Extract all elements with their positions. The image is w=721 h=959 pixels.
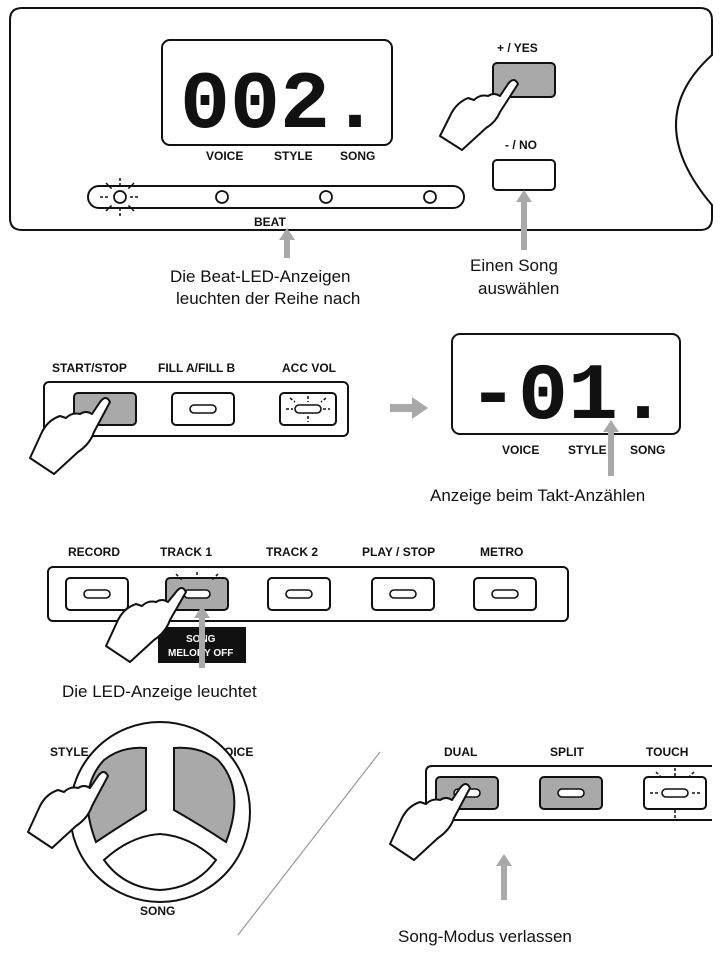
caption-led: Die LED-Anzeige leuchtet (62, 682, 257, 701)
beat-led-bar (87, 185, 465, 209)
hand-pointer-icon (439, 79, 519, 151)
split-led (557, 788, 585, 798)
yes-button-label: + / YES (497, 41, 538, 55)
acc-vol-glow-icon (286, 396, 330, 422)
fill-label: FILL A/FILL B (158, 361, 235, 375)
hand-pointer-icon (105, 587, 187, 663)
start-stop-label: START/STOP (52, 361, 127, 375)
caption-beat-line2: leuchten der Reihe nach (176, 289, 360, 308)
track1-led (183, 589, 211, 599)
beat-label: BEAT (254, 215, 286, 229)
metro-led (491, 589, 519, 599)
fill-led (189, 404, 217, 414)
arrow-up-icon (496, 854, 512, 900)
beat-led-3 (319, 190, 333, 204)
touch-glow-icon (650, 768, 700, 818)
divider-line (237, 751, 381, 936)
play-stop-led (389, 589, 417, 599)
record-led (83, 589, 111, 599)
arrow-up-icon (516, 190, 532, 250)
caption-exit: Song-Modus verlassen (398, 927, 572, 946)
lcd-display-count (451, 333, 681, 435)
split-label: SPLIT (550, 745, 585, 759)
hand-pointer-icon (29, 397, 111, 475)
play-stop-label: PLAY / STOP (362, 545, 435, 559)
track1-label: TRACK 1 (160, 545, 212, 559)
lcd-display-top (161, 39, 393, 146)
count-label-style: STYLE (568, 443, 607, 457)
lcd-digits-top: 002. (180, 59, 380, 152)
acc-vol-label: ACC VOL (282, 361, 336, 375)
no-button-label: - / NO (505, 138, 537, 152)
count-label-song: SONG (630, 443, 665, 457)
display-label-voice: VOICE (206, 149, 243, 163)
display-label-song: SONG (340, 149, 375, 163)
dial-label-style: STYLE (50, 745, 89, 759)
count-label-voice: VOICE (502, 443, 539, 457)
beat-led-4 (423, 190, 437, 204)
dial-song-button[interactable] (102, 832, 218, 892)
arrow-up-icon (194, 606, 210, 668)
hand-pointer-icon (27, 771, 109, 849)
hand-pointer-icon (389, 783, 471, 861)
dual-label: DUAL (444, 745, 477, 759)
track2-label: TRACK 2 (266, 545, 318, 559)
arrow-up-icon (603, 420, 619, 476)
caption-song-line1: Einen Song (470, 256, 558, 275)
touch-label: TOUCH (646, 745, 688, 759)
dial-voice-button[interactable] (173, 746, 236, 844)
no-button[interactable] (492, 159, 556, 191)
beat-led-1 (113, 190, 127, 204)
arrow-up-icon (279, 228, 295, 258)
beat-led-2 (215, 190, 229, 204)
caption-count: Anzeige beim Takt-Anzählen (430, 486, 645, 505)
touch-led (661, 788, 689, 798)
record-label: RECORD (68, 545, 120, 559)
dial-label-song: SONG (140, 904, 175, 918)
beat-led-1-glow-icon (100, 178, 140, 216)
metro-label: METRO (480, 545, 523, 559)
acc-vol-led (294, 404, 322, 414)
lcd-digits-count: -01. (468, 352, 668, 443)
track1-glow-icon (175, 572, 219, 581)
track2-led (285, 589, 313, 599)
arrow-right-icon (390, 397, 428, 419)
display-label-style: STYLE (274, 149, 313, 163)
caption-song-line2: auswählen (478, 279, 559, 298)
caption-beat-line1: Die Beat-LED-Anzeigen (170, 267, 350, 286)
